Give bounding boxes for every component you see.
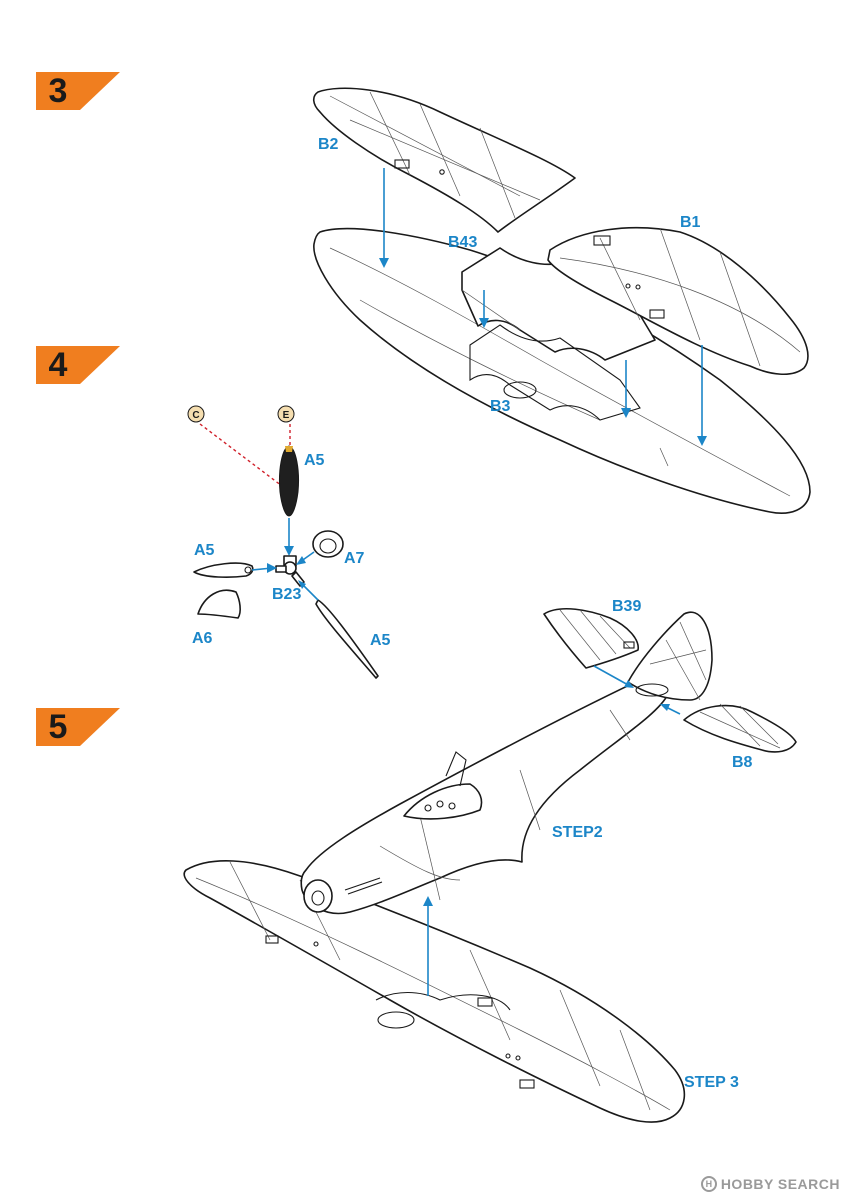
wing-upper-right-part [547,226,809,375]
color-callout-c: C [187,405,205,423]
step-number: 5 [48,708,68,746]
label-b23: B23 [272,586,302,603]
wing-upper-left-part [312,87,576,233]
label-b8: B8 [732,754,753,771]
step-3-badge: 3 [36,72,120,110]
step-flag-icon [36,72,120,110]
aircraft-assembly [183,608,797,1123]
step3-arrows [379,168,707,446]
label-b43: B43 [448,234,478,251]
svg-text:C: C [192,410,199,421]
step-number: 4 [48,346,68,384]
watermark-brand: HOBBY [720,1176,774,1192]
propeller-assembly: C E [187,405,379,679]
hobby-search-logo-icon: H [700,1176,717,1192]
color-callout-e: E [277,405,295,423]
label-a5-left: A5 [194,542,215,559]
step-flag-icon [36,346,120,384]
step-5-badge: 5 [36,708,120,746]
label-step2-ref: STEP2 [552,824,603,841]
label-b1: B1 [680,214,701,231]
label-a7: A7 [344,550,365,567]
svg-text:E: E [283,410,290,421]
watermark-word: SEARCH [777,1176,840,1192]
label-b39: B39 [612,598,642,615]
label-a6: A6 [192,630,213,647]
label-b3: B3 [490,398,511,415]
watermark: H HOBBY SEARCH [700,1174,840,1194]
step-4-badge: 4 [36,346,120,384]
step-number: 3 [48,72,68,110]
step-flag-icon [36,708,120,746]
label-step3-ref: STEP 3 [684,1074,739,1091]
wing-insert-part [461,247,656,421]
label-a5-blade: A5 [304,452,325,469]
label-b2: B2 [318,136,339,153]
label-a5-right: A5 [370,632,391,649]
